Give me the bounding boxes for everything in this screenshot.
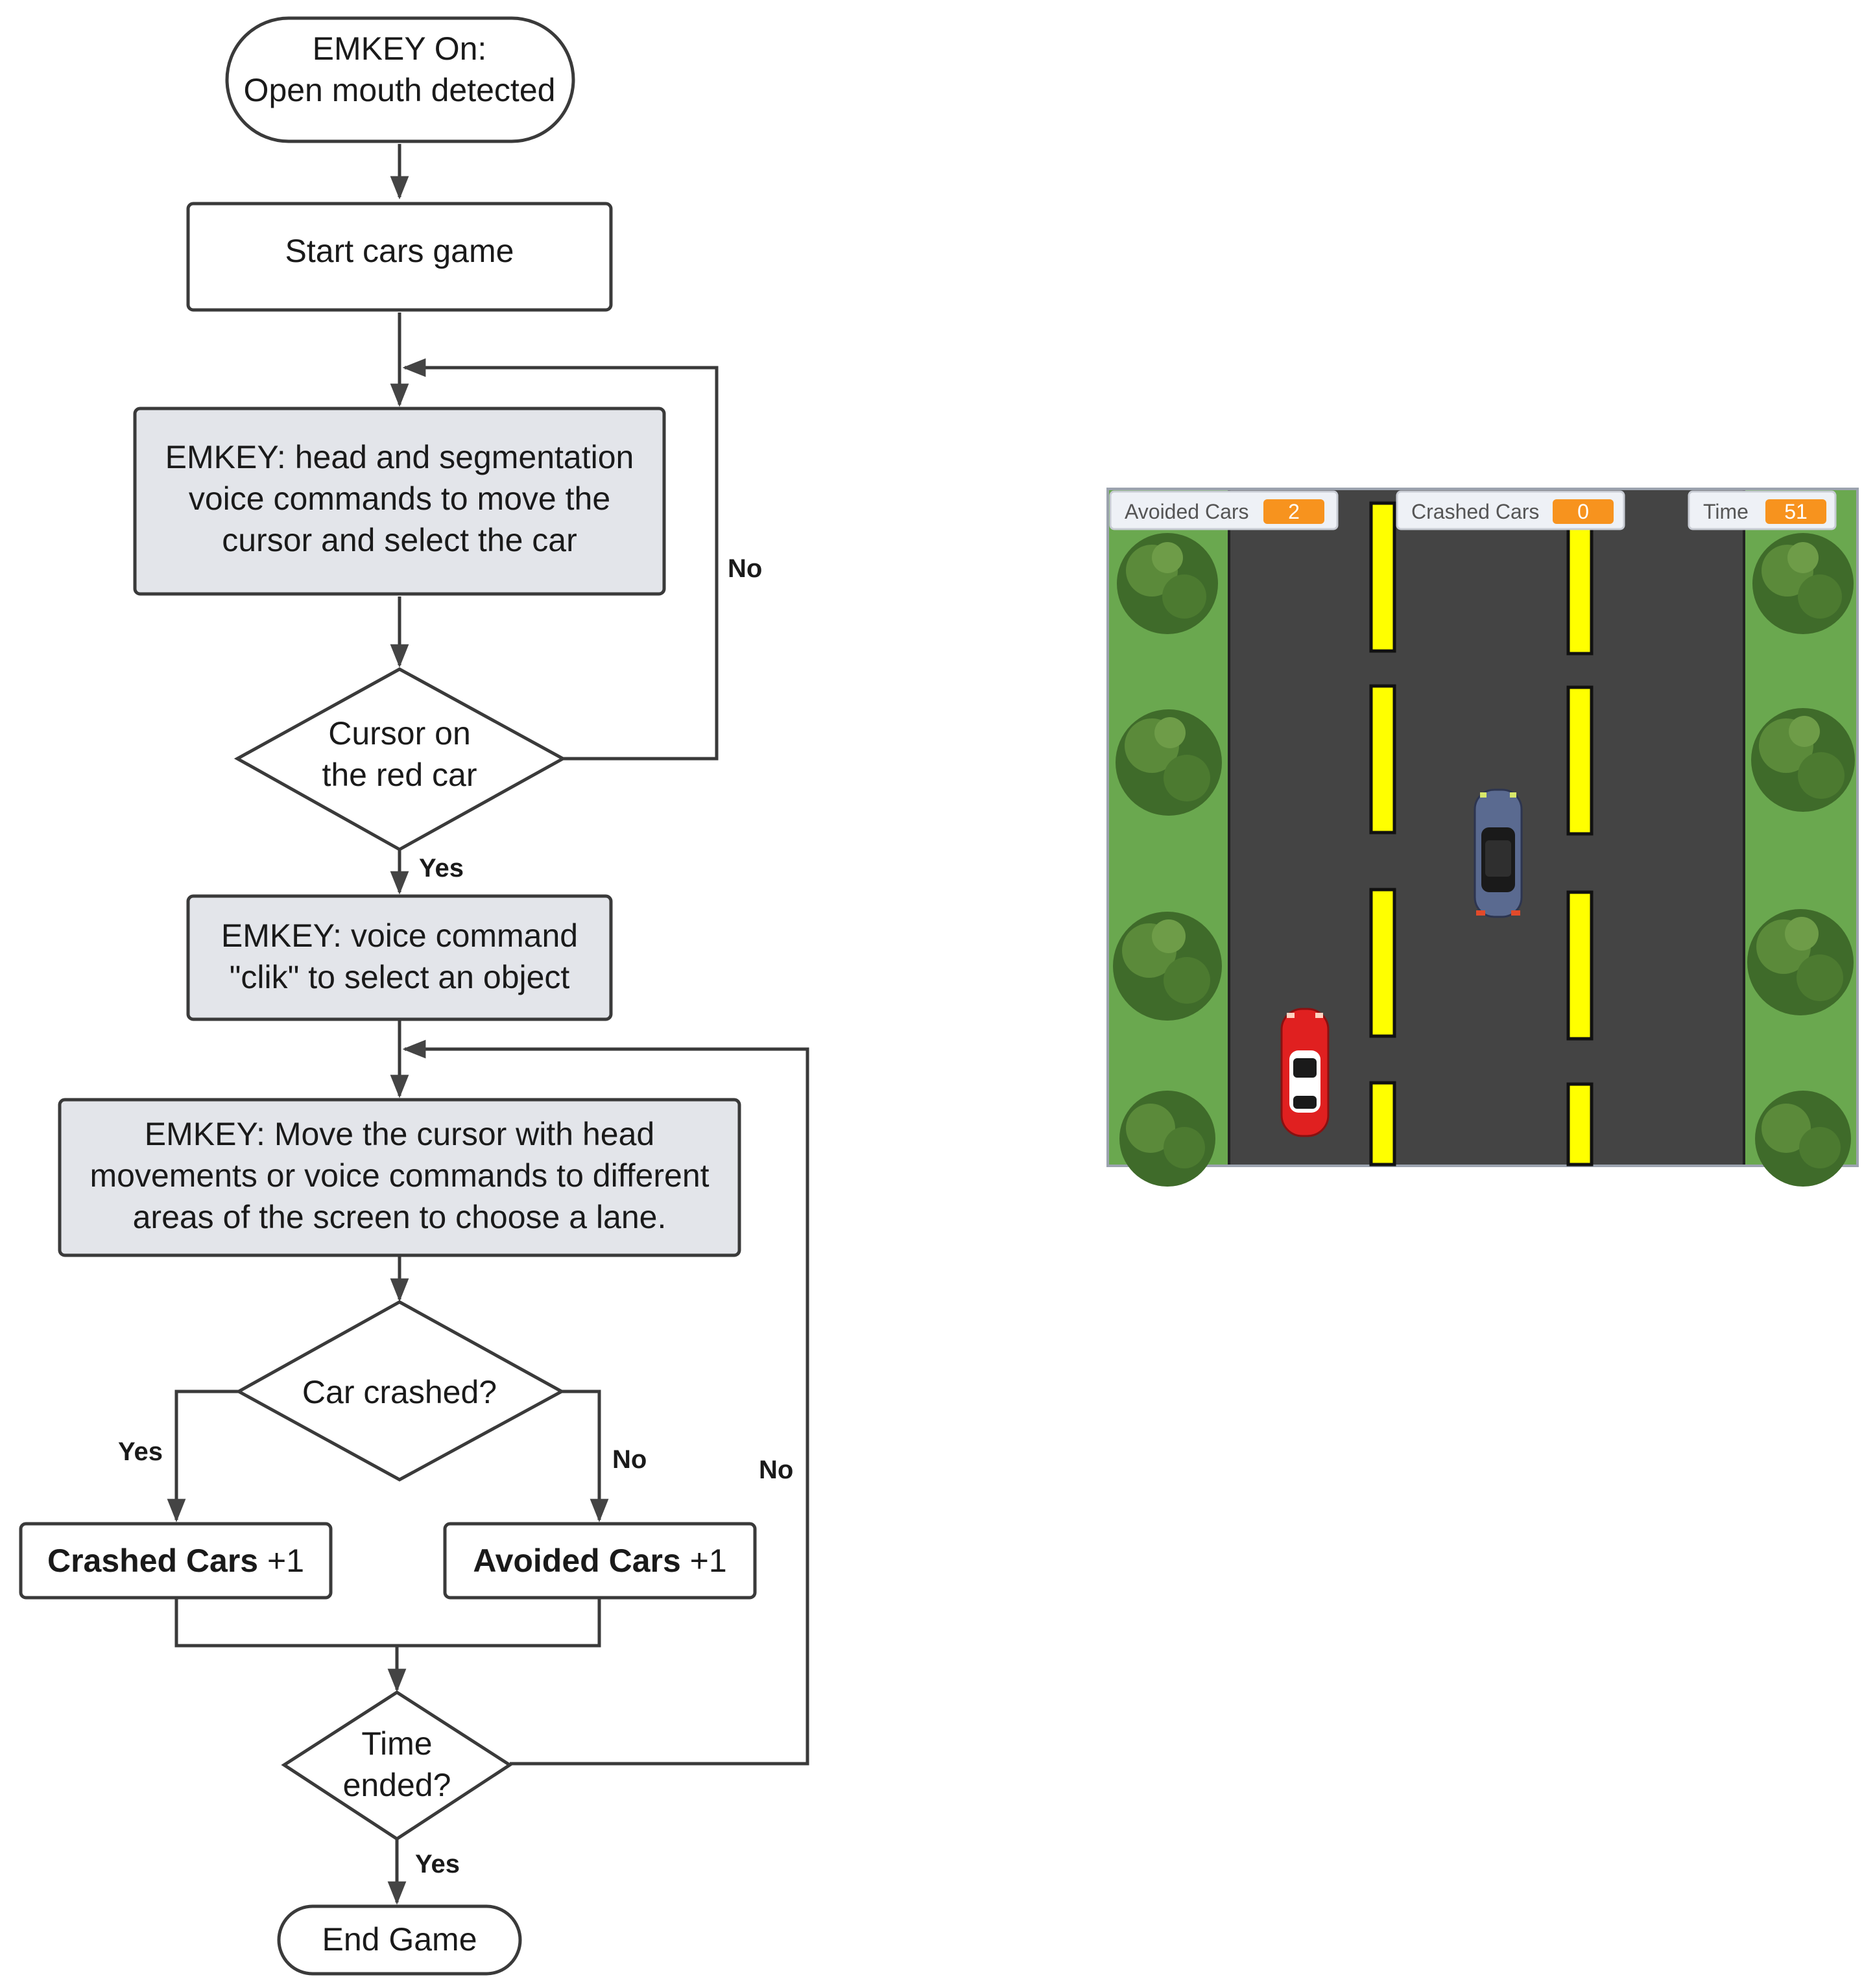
tree-icon [1751,708,1855,812]
crash-decision-label: Car crashed? [302,1374,497,1410]
start-game-label: Start cars game [285,233,514,269]
tree-icon [1116,709,1222,816]
crashed-box [19,1522,333,1600]
flowchart [19,16,809,1976]
lane-marker [1566,685,1594,836]
tree-icon [1747,909,1854,1015]
edge-crash-yes [167,1390,239,1522]
tree-icon [1117,533,1218,634]
time-decision-line1: Time [361,1725,432,1762]
avoided-label: Avoided Cars +1 [473,1543,726,1579]
player-car [1280,1008,1330,1137]
lane-marker [1369,501,1396,653]
label-no-crash: No [612,1445,647,1474]
move-step-line3: areas of the screen to choose a lane. [133,1199,667,1235]
end-label: End Game [322,1921,477,1958]
lane-marker [1566,1082,1594,1166]
avoided-suffix: +1 [681,1543,727,1579]
label-yes-crash: Yes [118,1438,163,1466]
end-terminal [277,1904,522,1976]
edge-crashed-merge [174,1599,601,1648]
label-yes-time: Yes [415,1850,460,1878]
tree-icon [1752,533,1854,634]
hud-time-badge [1765,499,1826,524]
hud-time-label: Time [1703,500,1749,523]
hud-avoided: Avoided Cars 2 [1109,490,1339,530]
edge-cursor-no-loop [402,358,719,761]
lane-marker [1369,684,1396,834]
time-decision-line2: ended? [343,1767,451,1803]
edge-crash-no [562,1390,609,1522]
other-car [1474,788,1523,918]
hud-crashed-label: Crashed Cars [1411,500,1539,523]
hud-crashed: Crashed Cars 0 [1396,490,1625,530]
label-yes-cursor: Yes [419,854,464,882]
crashed-suffix: +1 [258,1543,304,1579]
move-step-box [58,1098,741,1257]
start-line2: Open mouth detected [244,72,556,108]
tree-icon [1755,1091,1851,1187]
start-terminal [225,16,575,143]
cursor-decision-line1: Cursor on [328,715,471,751]
hud-crashed-badge [1553,499,1614,524]
edge-time-no-loop [402,1039,809,1766]
click-step-box [186,894,613,1021]
select-step-line1: EMKEY: head and segmentation [165,439,634,475]
cursor-decision-diamond [233,667,567,851]
label-no-cursor: No [728,554,762,583]
crash-decision-diamond [235,1300,566,1482]
time-decision-diamond [281,1690,513,1841]
game-screen: Avoided Cars 2 Crashed Cars 0 Time 51 [1106,488,1859,1187]
tree-icon [1113,912,1222,1021]
move-step-line1: EMKEY: Move the cursor with head [145,1116,654,1152]
start-game-box [186,202,613,312]
hud-time: Time 51 [1688,490,1837,530]
hud: Avoided Cars 2 Crashed Cars 0 Time 51 [1109,490,1837,530]
hud-time-value: 51 [1784,500,1808,523]
avoided-bold: Avoided Cars [473,1543,680,1579]
hud-avoided-value: 2 [1288,500,1300,523]
hud-crashed-value: 0 [1577,500,1589,523]
click-step-line2: "clik" to select an object [230,959,570,995]
crashed-bold: Crashed Cars [47,1543,258,1579]
select-step-box [133,407,666,596]
move-step-line2: movements or voice commands to different [90,1157,709,1194]
hud-avoided-label: Avoided Cars [1125,500,1249,523]
cursor-decision-line2: the red car [322,757,477,793]
start-line1: EMKEY On: [313,30,487,67]
avoided-box [443,1522,757,1600]
select-step-line2: voice commands to move the [189,480,610,517]
tree-icon [1119,1091,1215,1187]
lane-markers [1369,501,1594,1166]
trees [1113,533,1855,1187]
lane-marker [1566,890,1594,1041]
label-no-time: No [759,1456,793,1484]
lane-marker [1566,525,1594,656]
lane-marker [1369,1081,1396,1166]
hud-avoided-badge [1263,499,1324,524]
click-step-line1: EMKEY: voice command [221,917,578,954]
lane-marker [1369,888,1396,1038]
crashed-label: Crashed Cars +1 [47,1543,304,1579]
select-step-line3: cursor and select the car [222,522,577,558]
